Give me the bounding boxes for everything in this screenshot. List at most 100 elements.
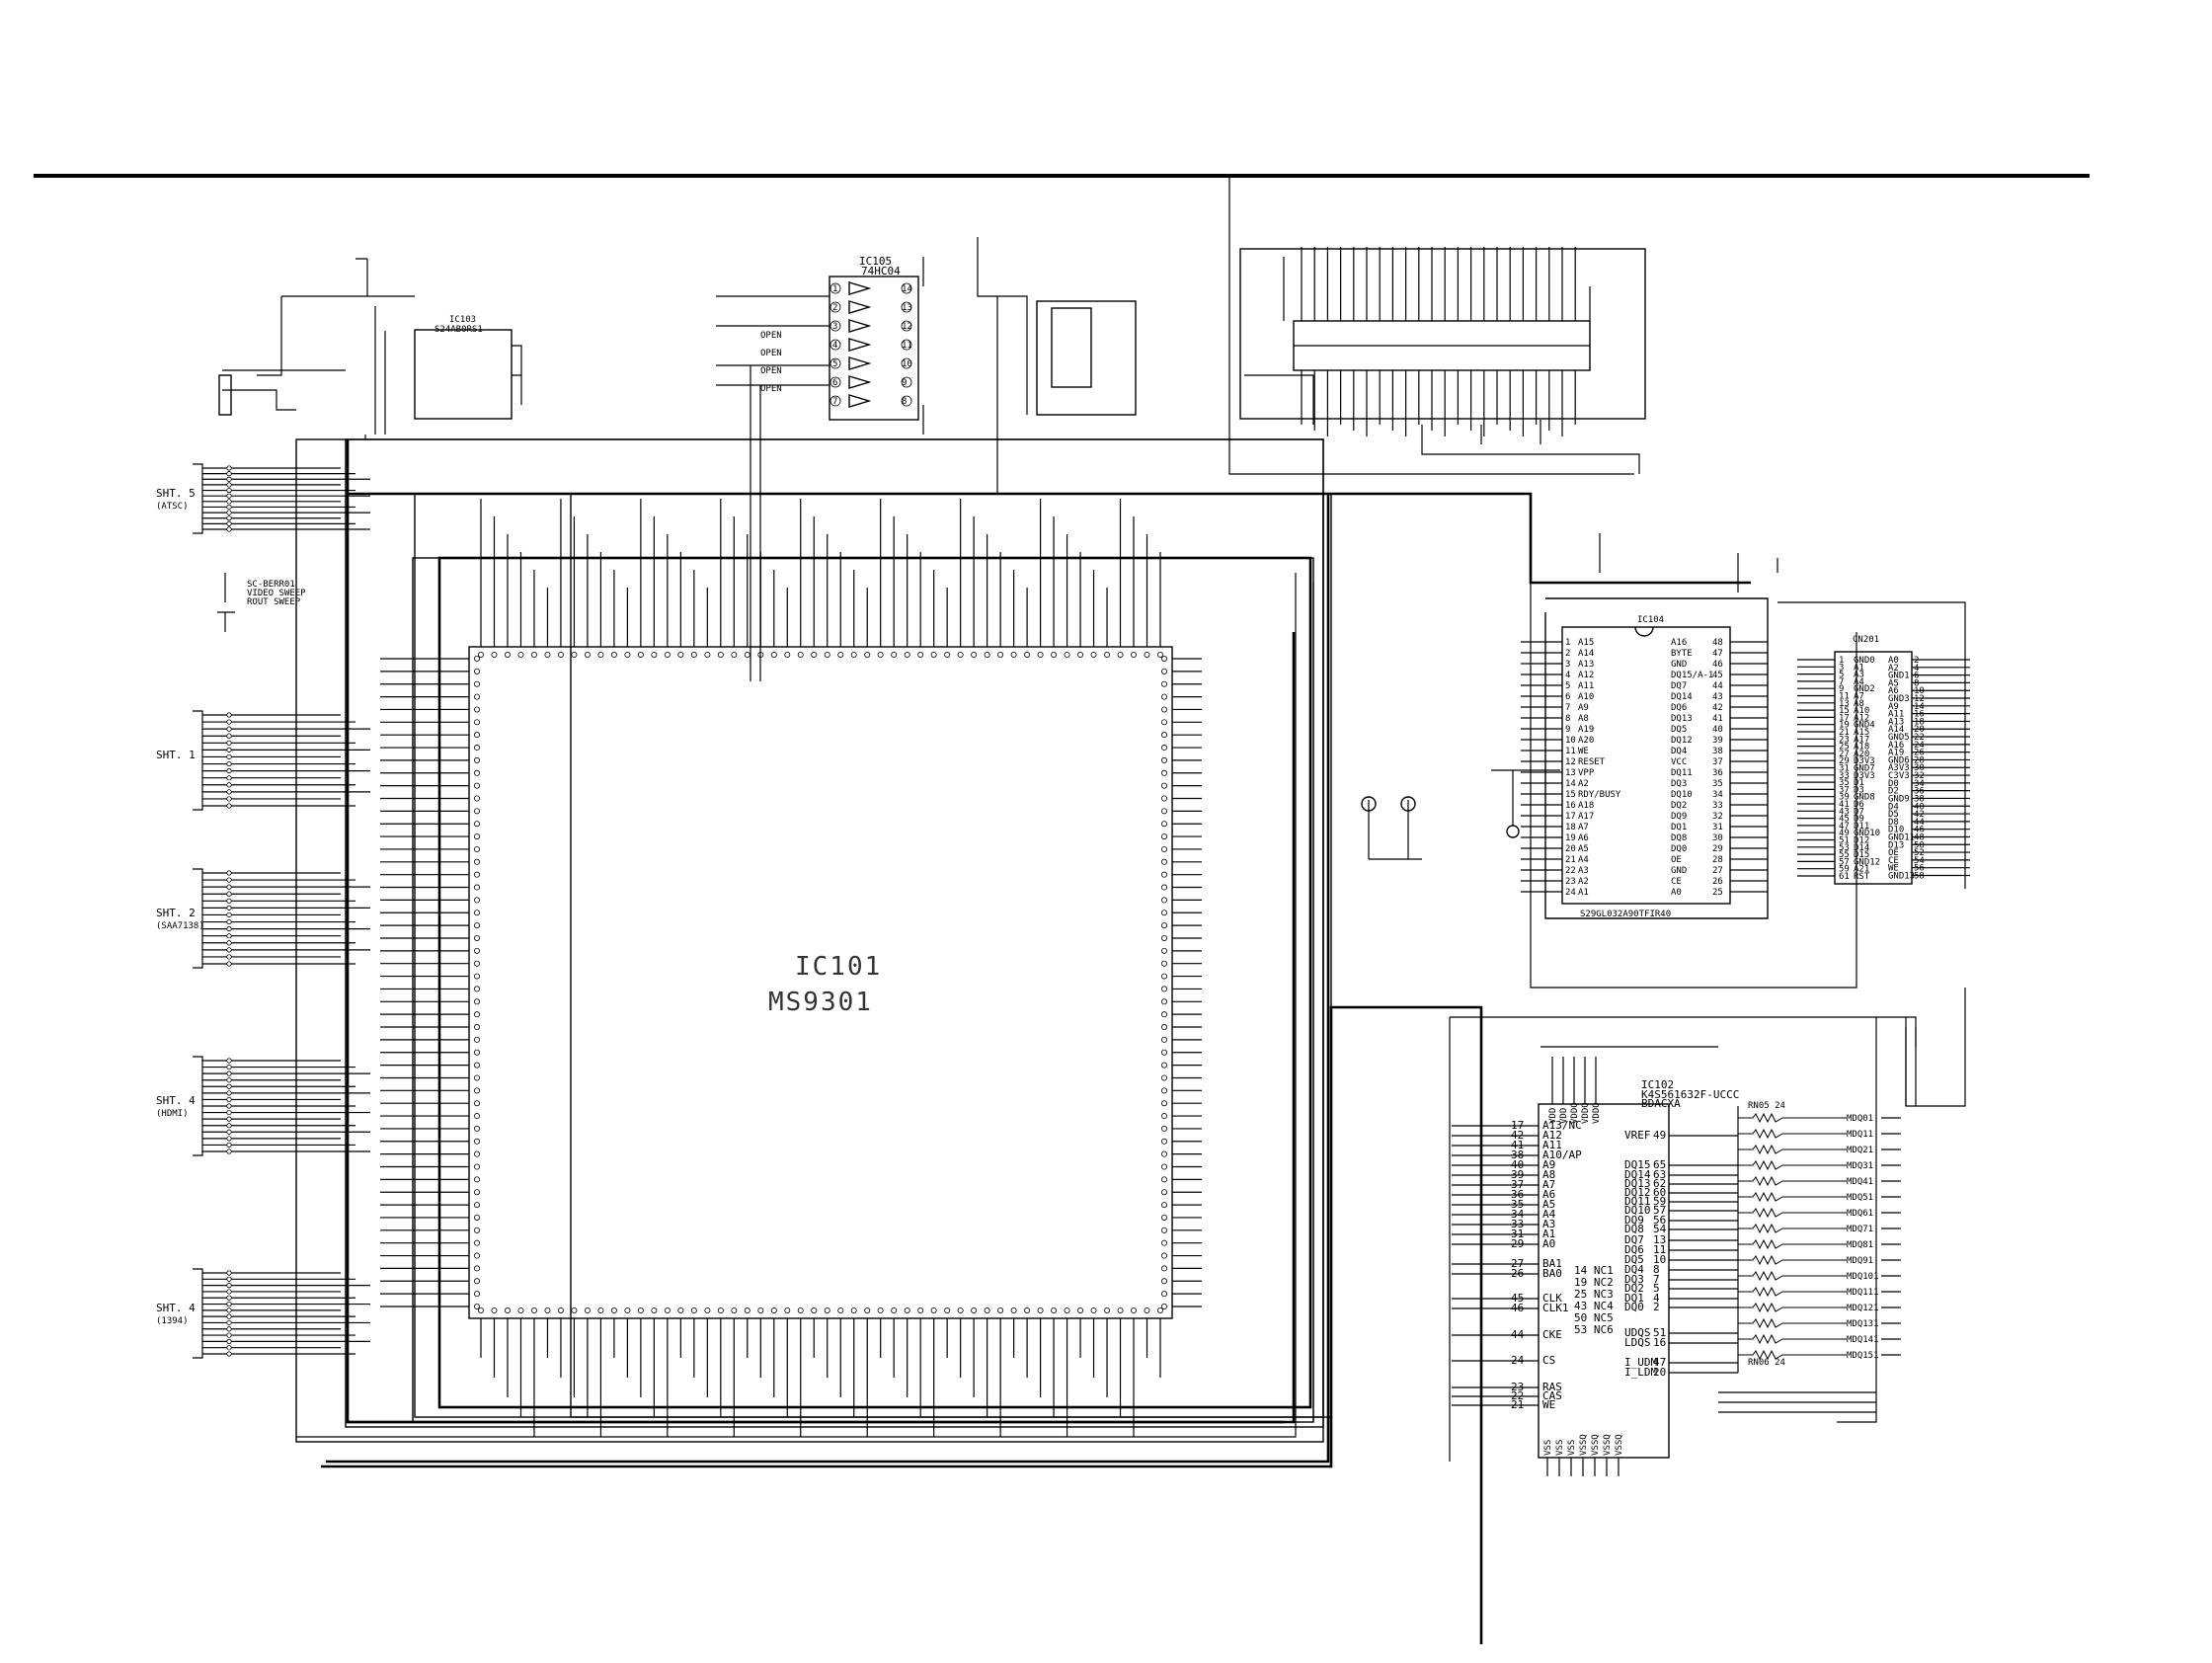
cn201-pin-num: 18 (1914, 717, 1925, 727)
open-note: OPEN (760, 349, 782, 358)
ic104-pin-num: 4 (1565, 671, 1570, 680)
ic102-pin-name: DQ3 (1624, 1273, 1644, 1286)
cn201-pin-name: A3V3 (1888, 763, 1910, 773)
ic101-pin-right (1161, 1227, 1168, 1233)
ic102-pin-name: A9 (1542, 1158, 1555, 1171)
cn201-pin-name: D9 (1854, 815, 1864, 825)
ic104-pin-name: A9 (1578, 703, 1589, 713)
sheet-pin (226, 504, 232, 511)
ic102-part: K4S561632F-UCCC (1641, 1088, 1739, 1101)
ic104-pin-num: 18 (1565, 823, 1576, 832)
ic104-pin-name: DQ7 (1671, 681, 1687, 691)
sheet-bracket (193, 868, 203, 969)
ic105-pin (901, 301, 912, 313)
cn201-pin-name: D2 (1888, 787, 1899, 797)
cn201-pin-num: 39 (1839, 793, 1850, 803)
sheet-subtitle: (ATSC) (156, 502, 189, 512)
ic102-pin-name: DQ4 (1624, 1263, 1644, 1276)
sheet-pin (226, 918, 232, 925)
ic104-pin-name: A19 (1578, 725, 1594, 735)
ic104-pin-num: 8 (1565, 714, 1570, 724)
cn201-pin-num: 4 (1914, 664, 1919, 673)
resistor (1738, 1238, 1847, 1250)
ic101-pin-left (473, 782, 480, 789)
ic101-pin-bottom (824, 1307, 830, 1314)
cn201-pin-num: 8 (1914, 678, 1919, 688)
ic102-ref: IC102 (1641, 1078, 1674, 1091)
ic102-pin-name: CKE (1542, 1328, 1562, 1341)
sheet-pin (226, 1129, 232, 1135)
cn201-pin-num: 50 (1914, 840, 1925, 850)
ic101-pin-top (517, 652, 524, 659)
sheet-pin (226, 510, 232, 515)
ic101-pin-right (1161, 1239, 1168, 1246)
ic101-pin-bottom (1104, 1307, 1111, 1314)
ic104-pin-name: A15 (1578, 638, 1594, 648)
cn201-pin-name: C3V3 (1888, 771, 1910, 781)
cn201-pin-name: A4 (1854, 677, 1864, 687)
ic104-pin-name: BYTE (1671, 649, 1693, 659)
resistor (1738, 1144, 1847, 1155)
ic104-pin-name: DQ14 (1671, 692, 1693, 702)
ic101-pin-bottom (610, 1307, 617, 1314)
ic102-pwr-top: VDD (1548, 1108, 1558, 1124)
cn201-pin-num: 57 (1839, 857, 1850, 867)
ic102-pin-name: DQ6 (1624, 1243, 1644, 1256)
ic101-pin-left (473, 769, 480, 776)
ic104-pin-name: DQ12 (1671, 736, 1693, 746)
ic102-pin-num: 5 (1653, 1282, 1660, 1295)
ic105-pin (901, 395, 912, 407)
ic101-pin-right (1161, 782, 1168, 789)
ic105-pin (830, 301, 841, 313)
cn201-pin-num: 42 (1914, 810, 1925, 820)
ic104-pin-name: A13 (1578, 660, 1594, 670)
ic102-pin-name: I_LDM (1624, 1366, 1657, 1379)
ic104-pin-name: A2 (1578, 779, 1589, 789)
ic101-pin-left (473, 973, 480, 980)
ic104-pin-name: DQ1 (1671, 823, 1687, 832)
ic104-pin-name: A16 (1671, 638, 1687, 648)
ic101-pin-left (473, 1304, 480, 1310)
cn201-pin-num: 41 (1839, 800, 1850, 810)
ic102-pin-name: DQ2 (1624, 1282, 1644, 1295)
resistor (1738, 1128, 1847, 1140)
ic105-pin (901, 357, 912, 369)
cn201-pin-num: 49 (1839, 829, 1850, 838)
ic104-pin-num: 40 (1712, 725, 1723, 735)
ic102-pin-num: 56 (1653, 1214, 1666, 1227)
ic101-pin-right (1161, 986, 1168, 992)
ic101-pin-right (1161, 1189, 1168, 1196)
ic101-pin-top (784, 652, 791, 659)
cn201-pin-name: WE (1888, 864, 1899, 874)
ic101-pin-bottom (997, 1307, 1004, 1314)
ic101-pin-right (1161, 871, 1168, 878)
ic101-pin-left (473, 1113, 480, 1120)
ic104-pin-num: 46 (1712, 660, 1723, 670)
ic104-pin-name: A2 (1578, 877, 1589, 887)
cn201-pin-name: GND0 (1854, 656, 1875, 666)
ic101-pin-right (1161, 922, 1168, 929)
mdq-label: MDQ11 (1847, 1130, 1873, 1140)
ic104-pin-name: VCC (1671, 757, 1687, 767)
ic102-pwr-bottom: VSSQ (1603, 1434, 1613, 1456)
ic101-pin-bottom (1077, 1307, 1084, 1314)
ic104-pin-num: 39 (1712, 736, 1723, 746)
sc-berr-label: SC-BERR01 (247, 580, 295, 590)
sheet-pin (226, 1295, 232, 1301)
sheet-subtitle: (HDMI) (156, 1109, 189, 1119)
ic101-pin-right (1161, 934, 1168, 941)
cn201-pin-num: 19 (1839, 721, 1850, 731)
ic105-pin-num: 12 (902, 322, 912, 332)
ic101-pin-top (677, 652, 684, 659)
cn201-pin-name: A5 (1888, 678, 1899, 688)
cn201-pin-num: 21 (1839, 728, 1850, 738)
ic104-pin-num: 22 (1565, 866, 1576, 876)
resistor (1738, 1159, 1847, 1171)
cn201-pin-num: 58 (1914, 871, 1925, 881)
rn05-label: RN05 24 (1748, 1101, 1785, 1111)
ic101-pin-bottom (717, 1307, 724, 1314)
resistor (1738, 1302, 1847, 1313)
